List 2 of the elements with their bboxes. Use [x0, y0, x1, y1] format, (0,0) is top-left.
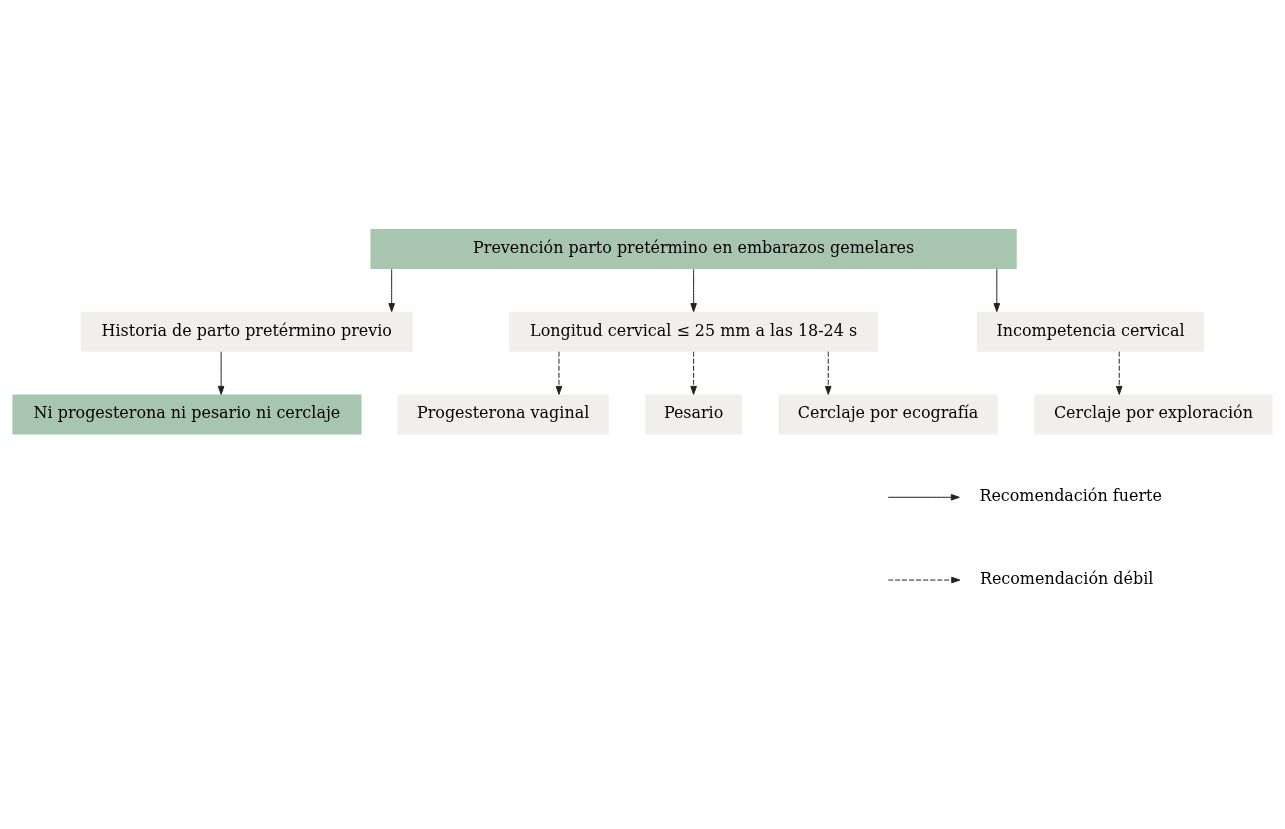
- legend-label: Recomendación débil: [979, 568, 1154, 588]
- legend-label: Recomendación fuerte: [979, 486, 1162, 506]
